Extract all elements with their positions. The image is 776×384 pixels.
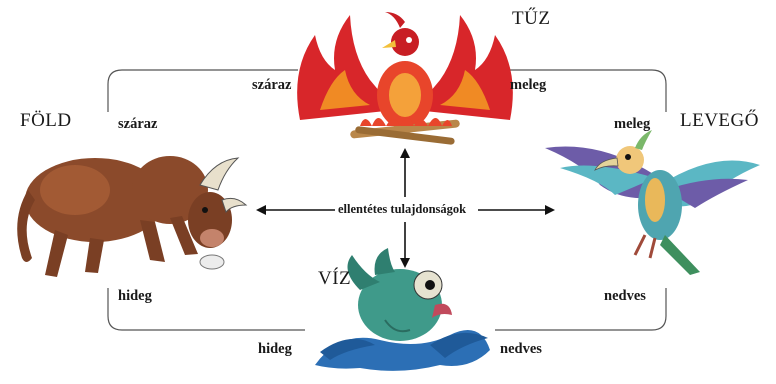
center-label-opposite-properties: ellentétes tulajdonságok [338,202,466,217]
quality-label-top-left: száraz [252,77,291,94]
quality-label-right-bottom: nedves [604,288,646,305]
quality-label-left-top: száraz [118,116,157,133]
bird-icon [545,130,760,275]
quality-label-bottom-left: hideg [258,341,292,358]
quality-label-top-right: meleg [510,77,546,94]
quality-label-right-top: meleg [614,116,650,133]
element-earth-label: FÖLD [20,110,72,132]
bull-icon [17,156,246,277]
element-fire-label: TŰZ [512,8,550,30]
quality-label-left-bottom: hideg [118,288,152,305]
phoenix-icon [297,12,513,145]
element-water-label: VÍZ [318,268,351,290]
fish-icon [315,248,490,371]
quality-label-bottom-right: nedves [500,341,542,358]
element-air-label: LEVEGŐ [680,110,759,132]
